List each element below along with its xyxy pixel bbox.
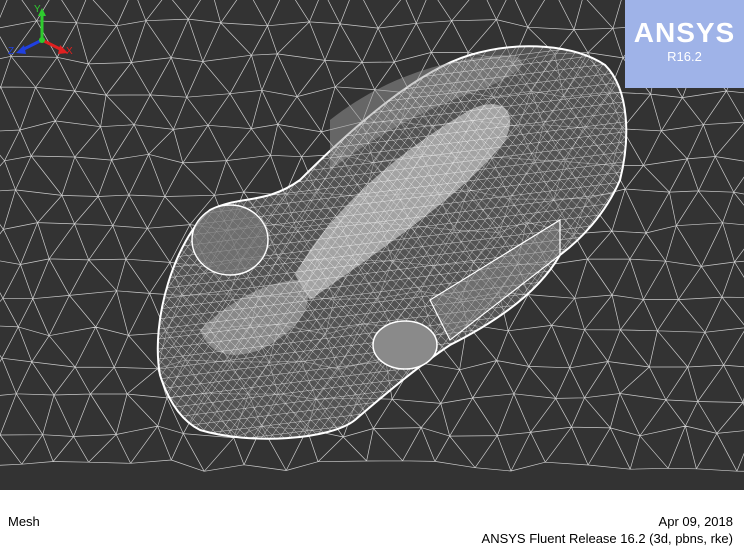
z-axis-line	[21, 38, 43, 52]
mesh-display	[0, 0, 744, 472]
vehicle-mesh-body	[156, 45, 628, 440]
axis-triad: Y X Z	[8, 4, 73, 57]
y-axis-label: Y	[34, 4, 41, 15]
y-axis-arrow	[38, 8, 46, 16]
z-axis-label: Z	[8, 46, 14, 57]
triad-origin	[39, 37, 45, 43]
x-axis-arrow	[58, 45, 68, 54]
status-footer: Mesh Apr 09, 2018 ANSYS Fluent Release 1…	[0, 490, 744, 558]
view-name: Mesh	[8, 514, 40, 529]
logo-brand: ANSYS	[633, 17, 736, 48]
z-axis-arrow	[16, 45, 26, 54]
render-date: Apr 09, 2018	[658, 514, 733, 529]
logo-version: R16.2	[667, 49, 702, 64]
ansys-logo: ANSYS R16.2	[625, 0, 744, 88]
x-axis-line	[41, 38, 63, 52]
graphics-viewport[interactable]: ANSYS R16.2 Y X Z	[0, 0, 744, 490]
release-info: ANSYS Fluent Release 16.2 (3d, pbns, rke…	[481, 531, 733, 546]
x-axis-label: X	[66, 46, 73, 57]
